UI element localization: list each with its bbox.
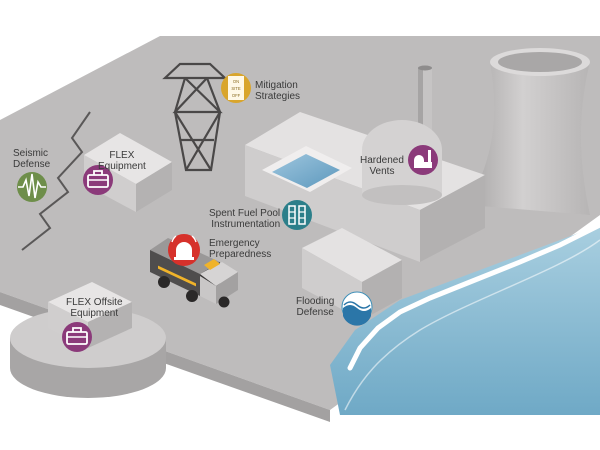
doc-line-2: SITE xyxy=(231,86,241,91)
flex-offsite-equipment-icon xyxy=(62,322,92,352)
label-mitigation-strategies: Mitigation Strategies xyxy=(255,80,300,102)
mitigation-strategies-icon: ON SITE OFF xyxy=(221,73,251,103)
label-line: Strategies xyxy=(255,91,301,102)
doc-line-3: OFF xyxy=(232,93,241,98)
label-line: Equipment xyxy=(70,308,119,319)
emergency-truck xyxy=(150,238,238,308)
emergency-preparedness-icon xyxy=(168,234,200,266)
doc-line-1: ON xyxy=(233,79,239,84)
label-line: FLEX Offsite xyxy=(66,297,123,308)
label-line: Emergency xyxy=(209,238,260,249)
label-flex-offsite-equipment: FLEX Offsite Equipment xyxy=(66,297,123,319)
transmission-tower xyxy=(162,62,228,172)
label-hardened-vents: Hardened Vents xyxy=(360,155,404,177)
label-line: Preparedness xyxy=(209,249,272,260)
label-spent-fuel-pool: Spent Fuel Pool Instrumentation xyxy=(209,208,280,230)
label-line: Seismic xyxy=(13,148,49,159)
label-line: Defense xyxy=(296,307,334,318)
label-flooding-defense: Flooding Defense xyxy=(296,296,334,318)
cooling-tower xyxy=(468,48,590,215)
label-seismic-defense: Seismic Defense xyxy=(13,148,50,170)
label-flex-equipment: FLEX Equipment xyxy=(98,150,146,172)
flex-equipment-icon xyxy=(83,165,113,195)
label-line: Mitigation xyxy=(255,80,298,91)
hardened-vents-icon xyxy=(408,145,438,175)
spent-fuel-pool-icon xyxy=(282,200,312,230)
flooding-defense-icon xyxy=(341,291,373,326)
label-emergency-preparedness: Emergency Preparedness xyxy=(209,238,271,260)
label-line: Flooding xyxy=(296,296,335,307)
label-line: Equipment xyxy=(98,161,146,172)
label-line: Instrumentation xyxy=(211,219,281,230)
label-line: Defense xyxy=(13,159,51,170)
label-line: Spent Fuel Pool xyxy=(209,208,281,219)
label-line: FLEX xyxy=(109,150,135,161)
label-line: Vents xyxy=(369,166,395,177)
reactor-dome xyxy=(362,120,442,205)
label-line: Hardened xyxy=(360,155,404,166)
sea-water xyxy=(330,222,600,415)
seismic-defense-icon xyxy=(17,172,47,202)
seismic-crack xyxy=(21,111,91,251)
